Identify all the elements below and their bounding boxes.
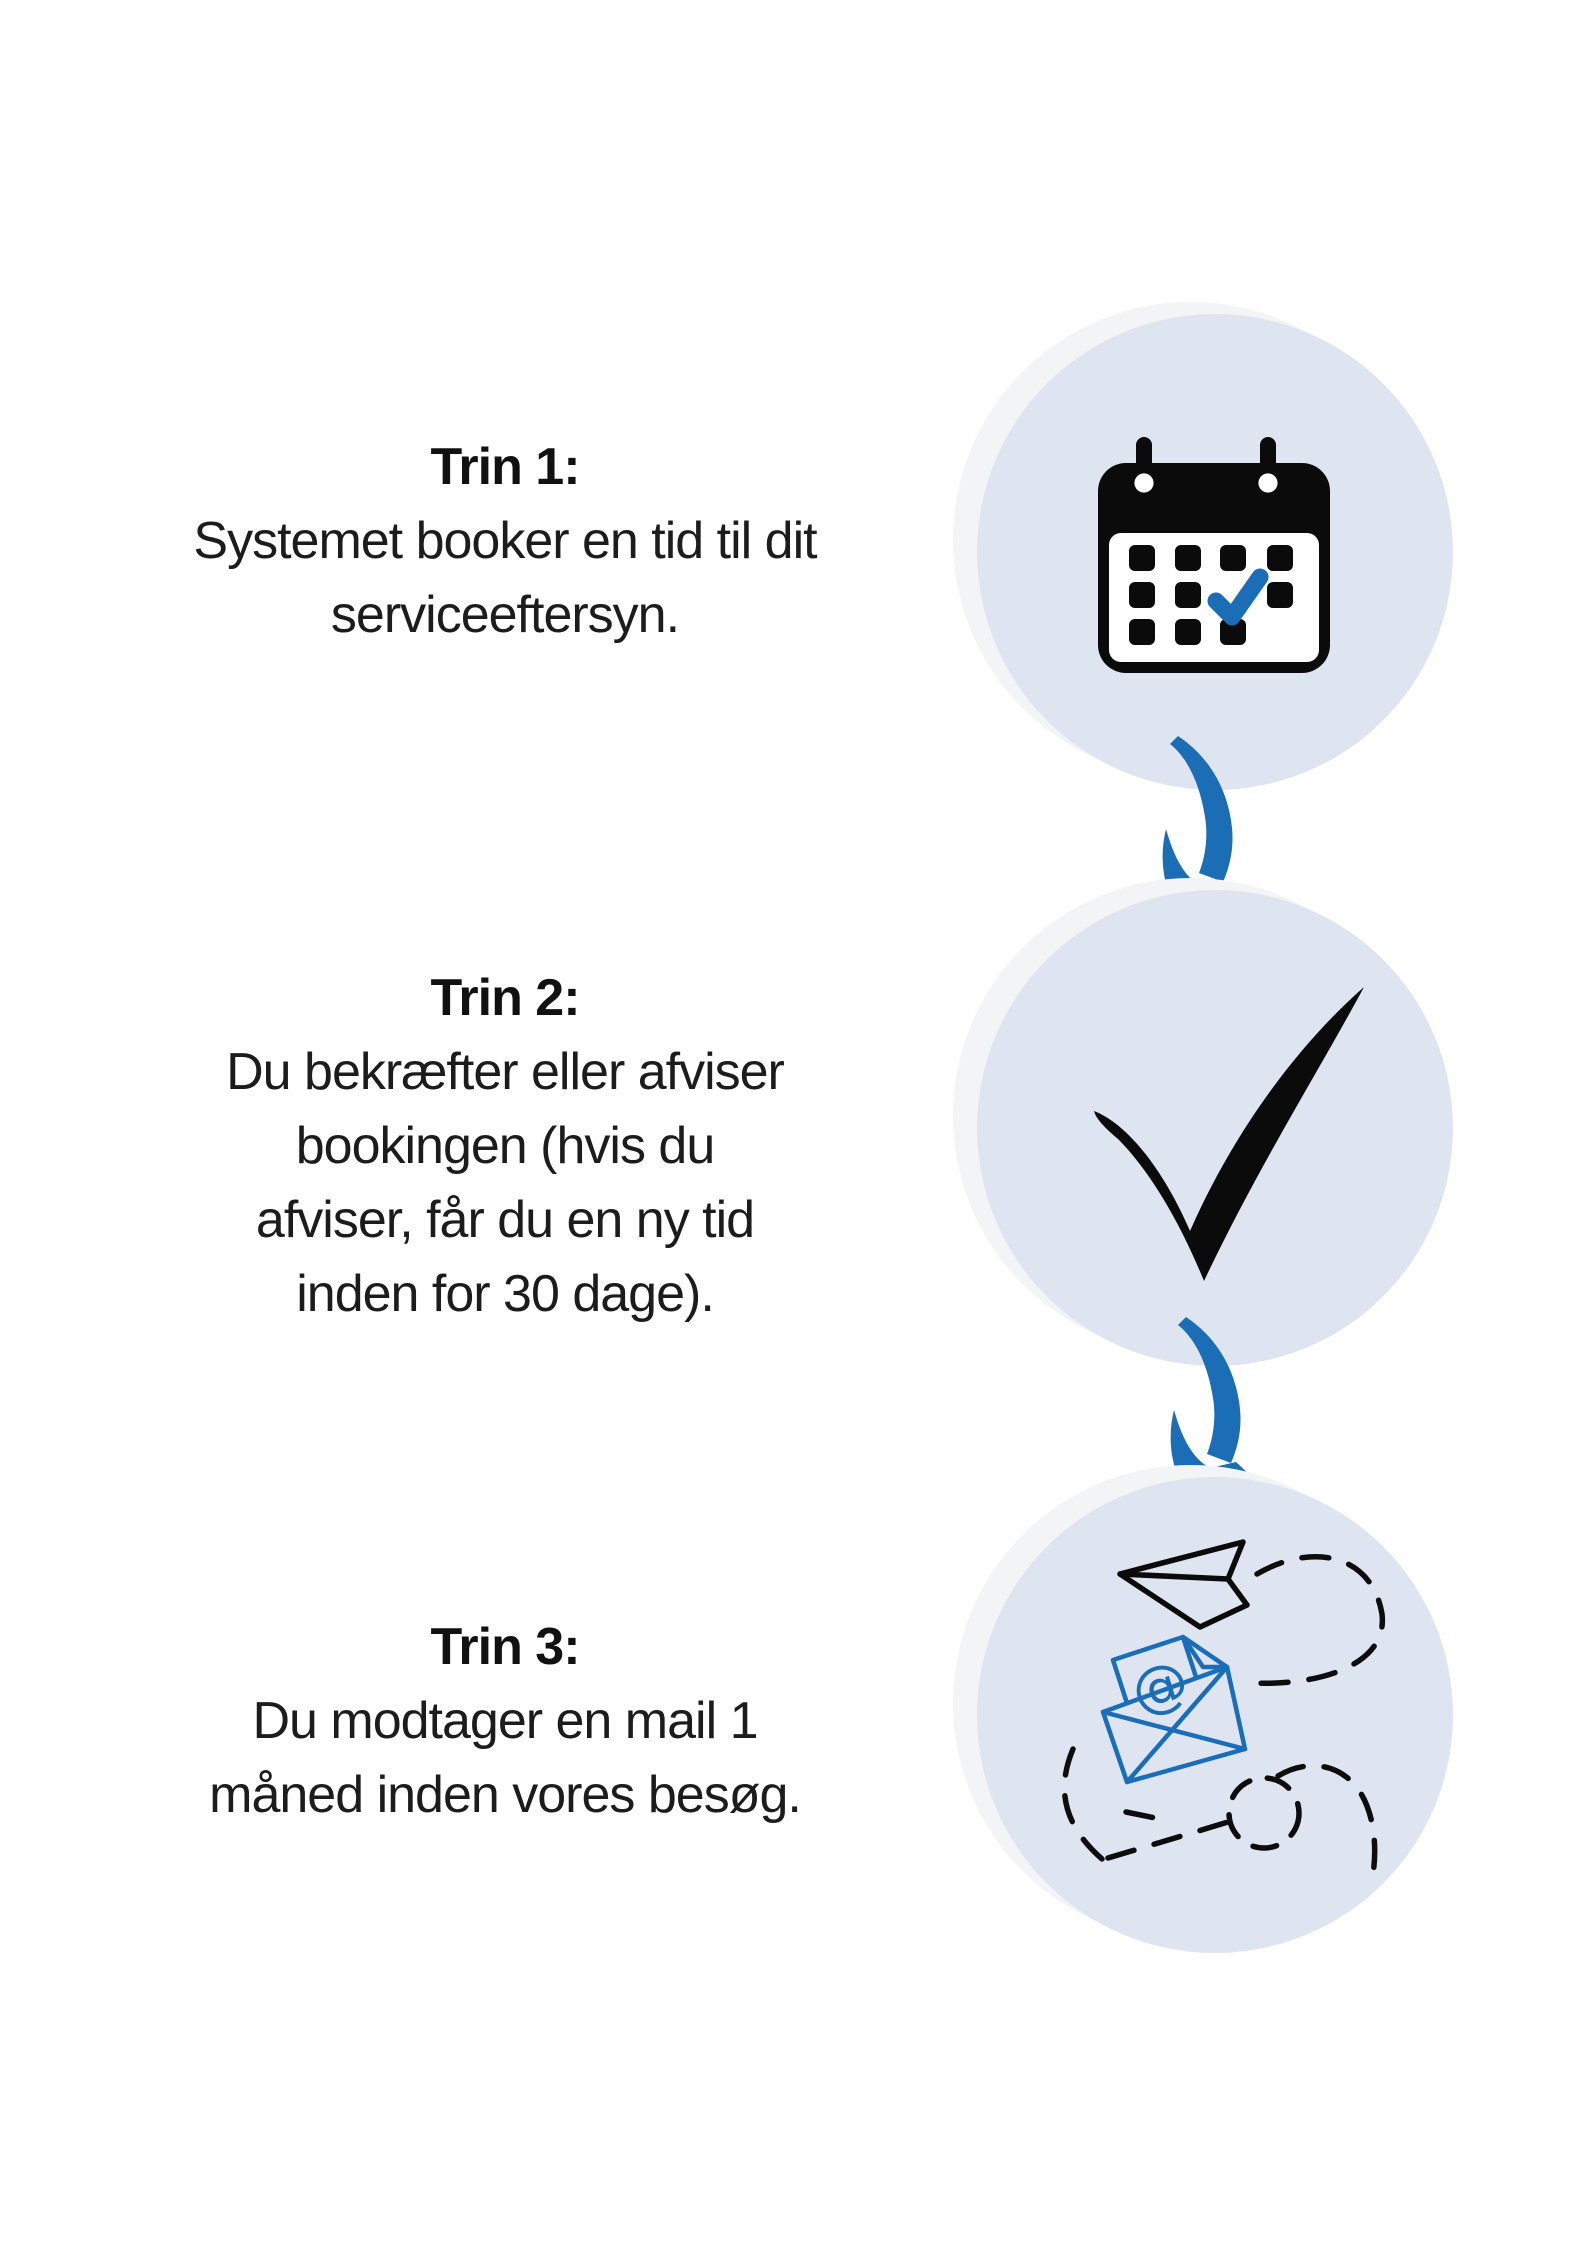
step-2-line: inden for 30 dage). [296,1265,715,1323]
step-2-line: afviser, får du en ny tid [255,1191,755,1249]
step-3-graphic: @ [953,1465,1453,1953]
calendar-ring-hole [1258,473,1278,493]
step-2-heading: Trin 2: [430,969,580,1027]
step-1-line: serviceeftersyn. [330,586,680,644]
step-1-line: Systemet booker en tid til dit [193,512,817,570]
step-1-heading: Trin 1: [430,438,580,496]
paper-plane-icon [1117,1539,1250,1630]
calendar-ring-hole [1134,473,1154,493]
calendar-check-mark [1207,568,1269,626]
envelope-fold-lines [1100,1664,1248,1785]
step-2-line: Du bekræfter eller afviser [226,1043,785,1101]
step-2-graphic [953,878,1453,1366]
step-3-heading: Trin 3: [430,1618,580,1676]
dashed-flight-path [1061,1553,1385,1883]
checkmark-icon [1094,987,1364,1281]
step-3-line: Du modtager en mail 1 [252,1692,758,1750]
step-circle [977,890,1453,1366]
envelope-flap [1180,1634,1230,1670]
step-2-text: Trin 2: Du bekræfter eller afviser booki… [85,961,925,1331]
step-2-line: bookingen (hvis du [295,1117,716,1175]
calendar-check-icon [1098,437,1330,673]
step-1-graphic [953,302,1453,790]
step-1-text: Trin 1: Systemet booker en tid til dit s… [85,430,925,652]
step-3-text: Trin 3: Du modtager en mail 1 måned inde… [85,1610,925,1832]
envelope-icon: @ [1100,1634,1248,1785]
step-3-line: måned inden vores besøg. [209,1766,802,1824]
